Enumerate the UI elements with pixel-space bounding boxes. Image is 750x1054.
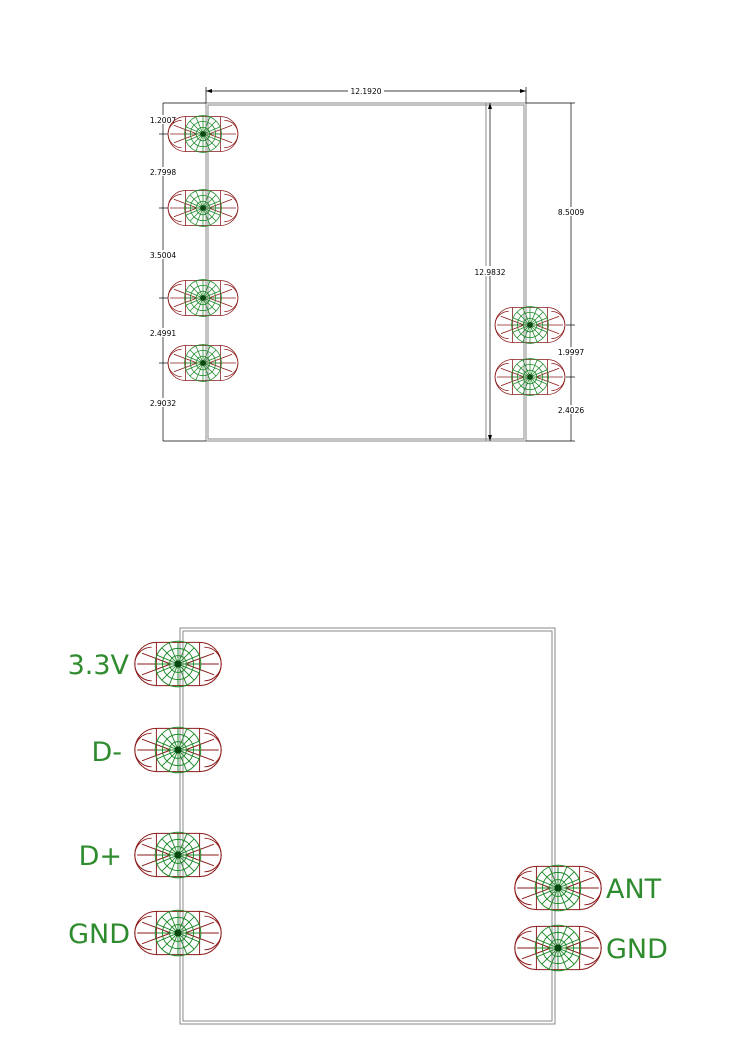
left-spacing-5: 2.9032: [150, 399, 176, 408]
left-spacing-1: 1.2007: [150, 116, 176, 125]
pin-label-ant: ANT: [606, 874, 662, 905]
pad-gnd-right: [514, 924, 602, 972]
left-spacing-2: 2.7998: [150, 168, 176, 177]
top-pad-left-3: [167, 279, 239, 317]
pad-gnd-left: [134, 909, 222, 957]
height-label: 12.9832: [474, 268, 505, 277]
width-label: 12.1920: [350, 87, 381, 96]
right-dimension-chain: 8.5009 1.9997 2.4026: [526, 102, 585, 442]
width-dimension: 12.1920: [205, 86, 527, 103]
pin-label-gnd-right: GND: [606, 934, 668, 965]
left-spacing-4: 2.4991: [150, 329, 176, 338]
left-dimension-chain: 1.2007 2.7998 3.5004 2.4991 2.9032: [149, 102, 206, 442]
pad-d-plus: [134, 831, 222, 879]
top-pad-right-1: [494, 306, 566, 344]
right-spacing-1: 8.5009: [558, 208, 584, 217]
left-spacing-3: 3.5004: [150, 251, 176, 260]
height-dimension: 12.9832: [472, 103, 508, 441]
pad-d-minus: [134, 726, 222, 774]
pin-label-d-minus: D-: [91, 737, 122, 768]
top-pad-left-4: [167, 344, 239, 382]
pad-3v3: [134, 640, 222, 688]
pin-label-d-plus: D+: [79, 841, 122, 872]
top-pad-right-2: [494, 358, 566, 396]
board-inner-outline-bottom: [182, 630, 553, 1022]
right-spacing-2: 1.9997: [558, 348, 584, 357]
top-view: 12.1920 12.9832 1.2007 2.7998 3.5004: [149, 86, 585, 442]
pad-ant: [514, 864, 602, 912]
board-outline-bottom: [179, 627, 556, 1025]
right-spacing-3: 2.4026: [558, 406, 584, 415]
board-inner-outline-top: [207, 104, 525, 440]
pin-label-gnd-left: GND: [68, 919, 130, 950]
pin-label-3v3: 3.3V: [68, 650, 130, 681]
top-pad-left-1: [167, 115, 239, 153]
top-pad-left-2: [167, 189, 239, 227]
pinout-view: 3.3V D- D+ GND ANT GND: [68, 627, 668, 1025]
